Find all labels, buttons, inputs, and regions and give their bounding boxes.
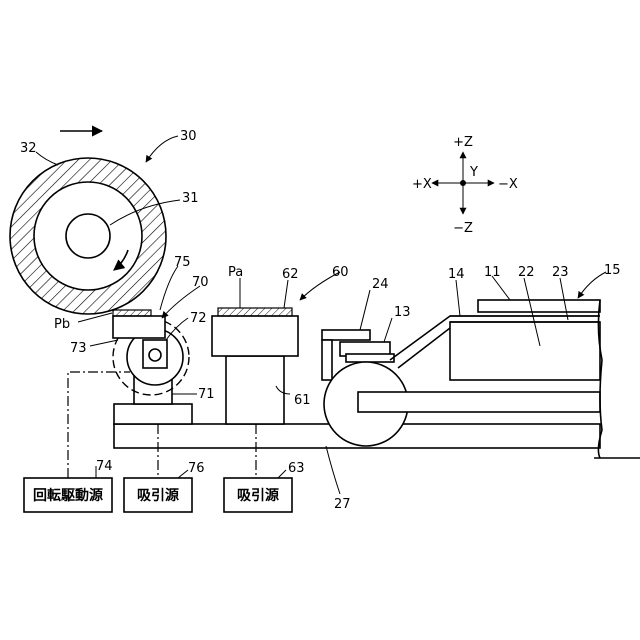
label-24: 24: [372, 277, 389, 292]
label-30: 30: [180, 129, 197, 144]
label-74: 74: [96, 459, 113, 474]
label-73: 73: [70, 341, 87, 356]
drum-30: [10, 158, 166, 314]
label-11: 11: [484, 265, 501, 280]
svg-text:回転駆動源: 回転駆動源: [33, 487, 103, 504]
block-62: [212, 316, 298, 356]
sheet-pb: [113, 310, 151, 316]
label-pa: Pa: [228, 265, 243, 280]
body-22: [450, 322, 600, 380]
label-14: 14: [448, 267, 465, 282]
label-71: 71: [198, 387, 215, 402]
svg-text:+Z: +Z: [453, 135, 473, 150]
sheet-pa: [218, 308, 292, 316]
beam: [358, 392, 600, 412]
pedestal-71-base: [114, 404, 192, 424]
svg-text:Y: Y: [469, 165, 478, 180]
label-pb: Pb: [54, 317, 70, 332]
label-13: 13: [394, 305, 411, 320]
label-27: 27: [334, 497, 351, 512]
label-31: 31: [182, 191, 199, 206]
svg-text:吸引源: 吸引源: [237, 487, 279, 504]
rotation-drive-box: 回転駆動源: [24, 478, 112, 512]
label-22: 22: [518, 265, 535, 280]
pedestal-61: [226, 356, 284, 424]
label-15: 15: [604, 263, 621, 278]
label-72: 72: [190, 311, 207, 326]
label-62: 62: [282, 267, 299, 282]
svg-text:+X: +X: [412, 177, 432, 192]
label-76: 76: [188, 461, 205, 476]
holder-75: [113, 316, 165, 338]
label-63: 63: [288, 461, 305, 476]
label-70: 70: [192, 275, 209, 290]
plate-11: [478, 300, 600, 312]
label-23: 23: [552, 265, 569, 280]
label-75: 75: [174, 255, 191, 270]
axis-indicator: +Z −Z +X −X Y: [412, 135, 518, 236]
label-32: 32: [20, 141, 37, 156]
suction-source-76-box: 吸引源: [124, 478, 192, 512]
label-60: 60: [332, 265, 349, 280]
suction-source-63-box: 吸引源: [224, 478, 292, 512]
svg-text:−Z: −Z: [453, 221, 473, 236]
label-61: 61: [294, 393, 311, 408]
arm-24: [322, 330, 370, 340]
svg-text:吸引源: 吸引源: [137, 487, 179, 504]
svg-text:−X: −X: [498, 177, 518, 192]
